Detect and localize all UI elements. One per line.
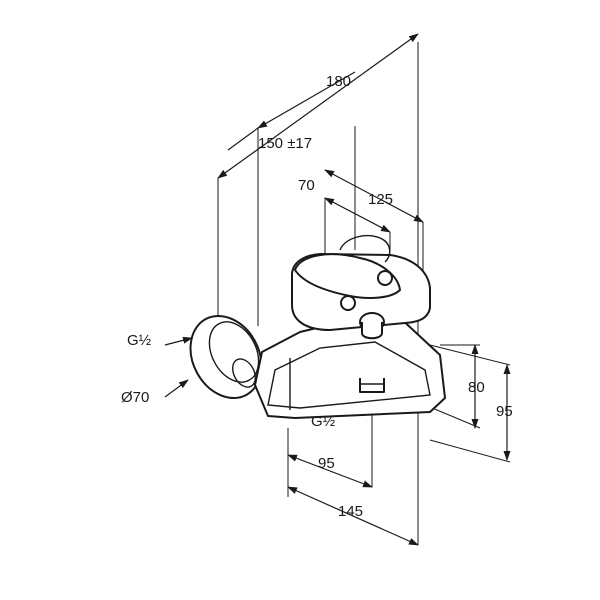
dimension-lines [164, 33, 511, 546]
leader-diameter [164, 379, 189, 398]
outlet-thread [359, 378, 385, 393]
label-150: 150 ±17 [258, 135, 312, 152]
faucet-body [189, 234, 446, 419]
label-70: 70 [298, 177, 315, 194]
dim-line-125 [324, 169, 424, 223]
label-95-bottom: 95 [318, 455, 335, 472]
dimension-labels: 180 150 ±17 70 125 80 95 95 145 G½ G½ Ø7… [121, 73, 513, 520]
wall-rosette-left [189, 314, 263, 400]
dim-line-180 [217, 33, 419, 179]
label-diameter: Ø70 [121, 389, 149, 406]
spout-body [254, 315, 446, 419]
label-180: 180 [326, 73, 351, 90]
label-thread-bottom: G½ [311, 413, 336, 430]
leader-thread-top [164, 336, 193, 346]
label-95-right: 95 [496, 403, 513, 420]
mixer-lever [294, 253, 401, 299]
dim-line-95-bottom [287, 454, 373, 488]
dim-line-150 [257, 71, 356, 129]
connector-nut [232, 358, 256, 388]
dim-line-145 [287, 486, 419, 546]
label-80: 80 [468, 379, 485, 396]
label-125: 125 [368, 191, 393, 208]
label-thread-top: G½ [127, 332, 152, 349]
lever-pivot [340, 295, 356, 311]
label-145: 145 [338, 503, 363, 520]
